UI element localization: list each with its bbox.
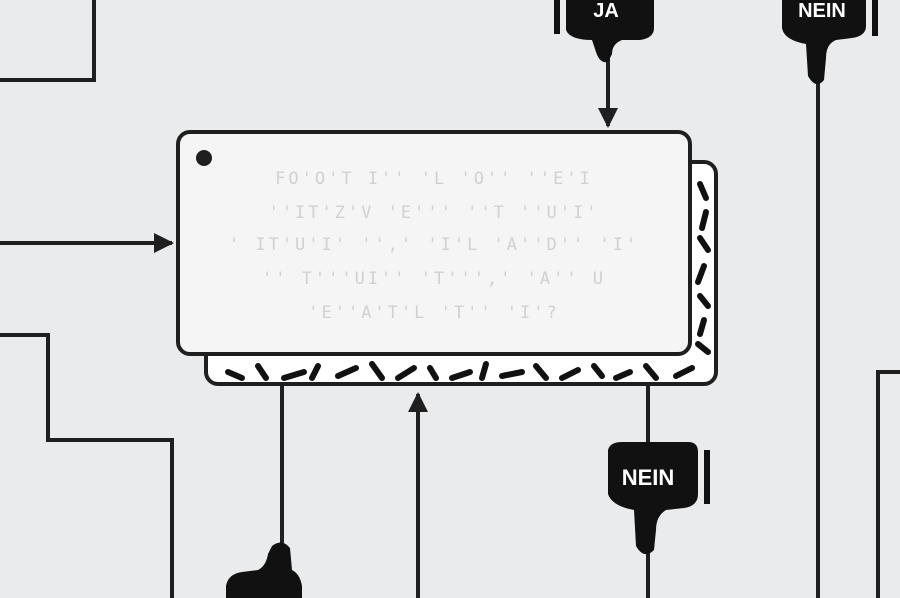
connector-far-right (876, 370, 900, 598)
box-line-1: FO'O'T I'' 'L 'O'' ''E'I (275, 169, 593, 189)
connector-top-left (0, 0, 96, 82)
box-line-2: ''IT'Z'V 'E''' ''T ''U'I' (269, 203, 600, 223)
thumbs-up-hand-icon (226, 542, 302, 598)
connector-left-steps (0, 333, 174, 598)
process-box-text: FO'O'T I'' 'L 'O'' ''E'I ''IT'Z'V 'E''' … (229, 169, 639, 323)
box-line-4: '' T'''UI'' 'T''',' 'A'' U (262, 269, 606, 289)
ja-label: JA (593, 0, 619, 22)
nein-mid-label: NEIN (622, 465, 675, 490)
nein-top-hand-icon: NEIN (782, 0, 878, 85)
nein-mid-hand-icon: NEIN (608, 442, 710, 555)
box-line-3: ' IT'U'I' '',' 'I'L 'A''D'' 'I' (229, 235, 639, 255)
nein-top-label: NEIN (798, 0, 846, 22)
process-box (176, 130, 692, 356)
ja-hand-icon: JA (554, 0, 654, 63)
box-line-5: 'E''A'T'L 'T'' 'I'? (308, 303, 559, 323)
process-box-dot (196, 150, 212, 166)
